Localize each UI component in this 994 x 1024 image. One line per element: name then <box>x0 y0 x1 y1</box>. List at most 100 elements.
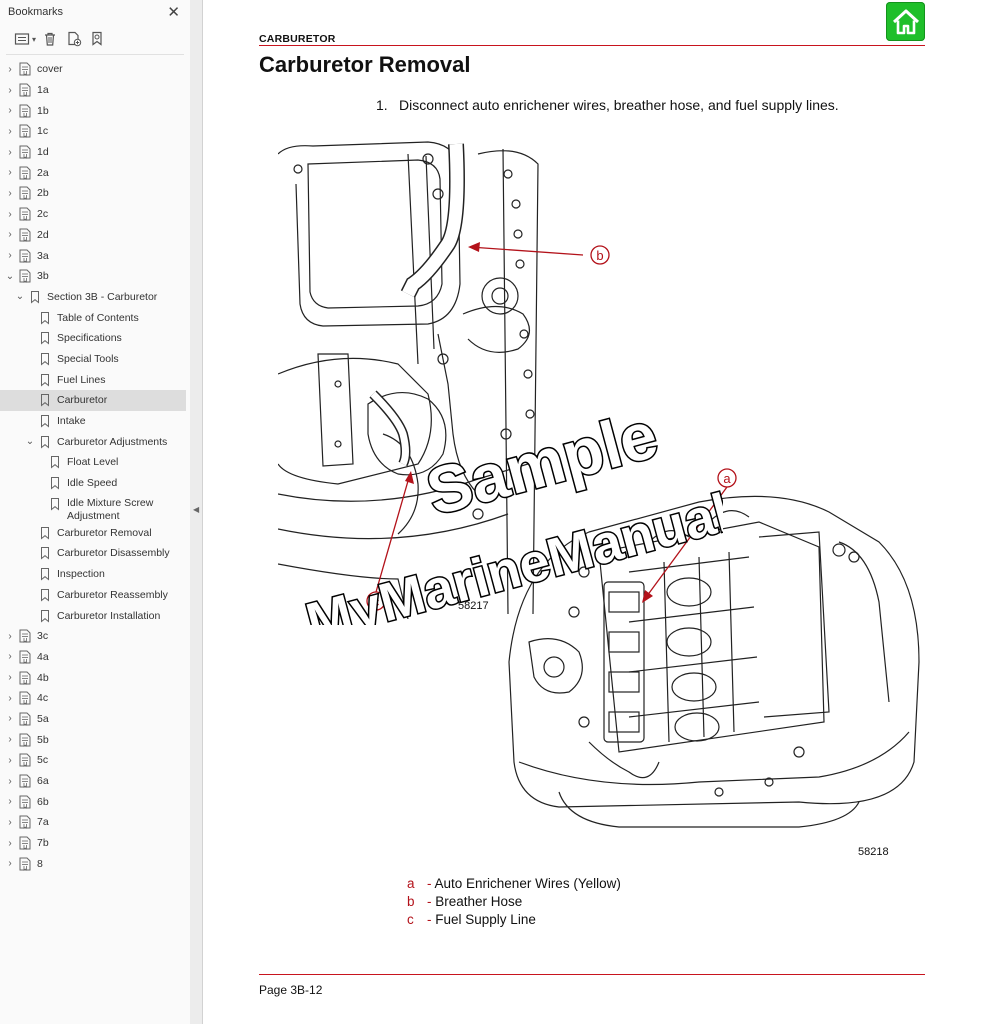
page-title: Carburetor Removal <box>259 52 471 77</box>
find-bookmark-icon[interactable] <box>88 29 108 49</box>
bookmark-label: 5b <box>37 733 49 746</box>
page-bookmark-icon <box>18 733 32 747</box>
bookmark-item[interactable]: ›1d <box>0 142 186 163</box>
bookmark-item[interactable]: ›5a <box>0 709 186 730</box>
bookmark-item[interactable]: ›2b <box>0 183 186 204</box>
page-bookmark-icon <box>18 629 32 644</box>
page-bookmark-icon <box>18 753 32 768</box>
bookmark-label: 5c <box>37 754 49 767</box>
bookmark-item[interactable]: › 5b <box>0 729 186 750</box>
add-bookmark-icon[interactable] <box>64 29 84 49</box>
bookmark-icon <box>48 476 62 490</box>
bookmark-item[interactable]: ›6a <box>0 771 186 792</box>
bookmark-item[interactable]: Idle Speed <box>0 473 186 494</box>
chevron-right-icon[interactable]: › <box>8 63 12 75</box>
chevron-right-icon[interactable]: › <box>8 775 12 787</box>
bookmark-label: 7b <box>37 837 49 850</box>
bookmark-item[interactable]: ⌄Section 3B - Carburetor <box>0 287 186 308</box>
step-1: 1.Disconnect auto enrichener wires, brea… <box>376 97 839 113</box>
chevron-right-icon[interactable]: › <box>8 692 12 704</box>
chevron-right-icon[interactable]: › <box>8 672 12 684</box>
close-icon[interactable]: ✕ <box>167 3 180 21</box>
bookmark-item[interactable]: › 5c <box>0 750 186 771</box>
chevron-right-icon[interactable]: › <box>8 754 12 766</box>
chevron-right-icon[interactable]: › <box>8 734 12 746</box>
bookmark-item[interactable]: Specifications <box>0 328 186 349</box>
chevron-right-icon[interactable]: › <box>8 105 12 117</box>
page-bookmark-icon <box>18 691 32 706</box>
bookmark-icon <box>38 526 52 540</box>
bookmark-item[interactable]: Special Tools <box>0 349 186 370</box>
bookmarks-panel: Bookmarks ✕ ▾ ›cover›1a›1b›1c›1d›2a›2b›2… <box>0 0 191 1024</box>
bookmark-item[interactable]: Float Level <box>0 452 186 473</box>
bookmark-item[interactable]: Fuel Lines <box>0 369 186 390</box>
bookmark-item[interactable]: › 4c <box>0 688 186 709</box>
bookmark-item[interactable]: ›4a <box>0 647 186 668</box>
bookmark-label: Float Level <box>67 456 119 469</box>
panel-splitter[interactable]: ◀ <box>190 0 203 1024</box>
chevron-right-icon[interactable]: › <box>8 651 12 663</box>
bookmark-label: Carburetor Installation <box>57 609 161 622</box>
chevron-right-icon[interactable]: › <box>8 816 12 828</box>
bookmark-item[interactable]: ⌄Carburetor Adjustments <box>0 431 186 452</box>
bookmark-item[interactable]: ›4b <box>0 667 186 688</box>
bookmark-item[interactable]: › 2d <box>0 225 186 246</box>
chevron-right-icon[interactable]: › <box>8 167 12 179</box>
section-header: CARBURETOR <box>259 33 336 45</box>
bookmark-item[interactable]: Carburetor Reassembly <box>0 585 186 606</box>
chevron-right-icon[interactable]: › <box>8 208 12 220</box>
page-bookmark-icon <box>18 83 32 97</box>
chevron-right-icon[interactable]: › <box>8 125 12 137</box>
bookmark-item[interactable]: ›2c <box>0 204 186 225</box>
options-icon[interactable] <box>12 29 32 49</box>
bookmark-item[interactable]: Inspection <box>0 564 186 585</box>
bookmark-item[interactable]: ›8 <box>0 853 186 874</box>
home-button[interactable] <box>886 2 925 41</box>
chevron-down-icon[interactable]: ▾ <box>32 34 37 44</box>
chevron-right-icon[interactable]: › <box>8 713 12 725</box>
chevron-right-icon[interactable]: › <box>8 796 12 808</box>
chevron-right-icon[interactable]: › <box>8 187 12 199</box>
bookmark-item[interactable]: Carburetor Removal <box>0 522 186 543</box>
bookmark-item[interactable]: ›1b <box>0 100 186 121</box>
legend-row: c- Fuel Supply Line <box>407 912 621 930</box>
legend-row: a- Auto Enrichener Wires (Yellow) <box>407 876 621 894</box>
chevron-right-icon[interactable]: › <box>8 858 12 870</box>
chevron-right-icon[interactable]: › <box>8 250 12 262</box>
bookmark-item[interactable]: ›2a <box>0 162 186 183</box>
chevron-right-icon[interactable]: › <box>8 837 12 849</box>
chevron-right-icon[interactable]: › <box>8 84 12 96</box>
bookmark-label: 4c <box>37 692 49 705</box>
chevron-right-icon[interactable]: › <box>8 630 12 642</box>
legend-text: Fuel Supply Line <box>435 912 536 927</box>
bookmark-item[interactable]: Table of Contents <box>0 307 186 328</box>
page-bookmark-icon <box>18 795 32 809</box>
bookmark-label: 2d <box>37 228 49 241</box>
chevron-down-icon[interactable]: ⌄ <box>15 291 25 303</box>
trash-icon[interactable] <box>40 29 60 49</box>
bookmark-item[interactable]: ›7a <box>0 812 186 833</box>
bookmark-item[interactable]: ›cover <box>0 59 186 80</box>
bookmark-item[interactable]: › 3a <box>0 245 186 266</box>
chevron-down-icon[interactable]: ⌄ <box>25 436 35 448</box>
bookmark-item[interactable]: Carburetor <box>0 390 186 411</box>
bookmark-item[interactable]: › 7b <box>0 833 186 854</box>
legend-key: b <box>407 894 415 909</box>
bookmark-item[interactable]: ›3c <box>0 626 186 647</box>
chevron-down-icon[interactable]: ⌄ <box>5 270 15 282</box>
bookmark-label: 3a <box>37 249 49 262</box>
bookmark-item[interactable]: ›6b <box>0 791 186 812</box>
document-page: CARBURETOR Carburetor Removal 1.Disconne… <box>203 0 994 1024</box>
bookmark-item[interactable]: ›1a <box>0 80 186 101</box>
legend-text: Breather Hose <box>435 894 523 909</box>
bookmark-item[interactable]: Carburetor Disassembly <box>0 543 186 564</box>
bookmark-item[interactable]: Carburetor Installation <box>0 605 186 626</box>
bookmark-item[interactable]: ⌄3b <box>0 266 186 287</box>
bookmark-item[interactable]: ›1c <box>0 121 186 142</box>
collapse-arrow-icon[interactable]: ◀ <box>193 505 200 514</box>
chevron-right-icon[interactable]: › <box>8 146 12 158</box>
chevron-right-icon[interactable]: › <box>8 229 12 241</box>
bookmark-item[interactable]: Intake <box>0 411 186 432</box>
bookmark-item[interactable]: Idle Mixture Screw Adjustment <box>0 493 186 522</box>
bookmark-icon <box>38 373 52 387</box>
